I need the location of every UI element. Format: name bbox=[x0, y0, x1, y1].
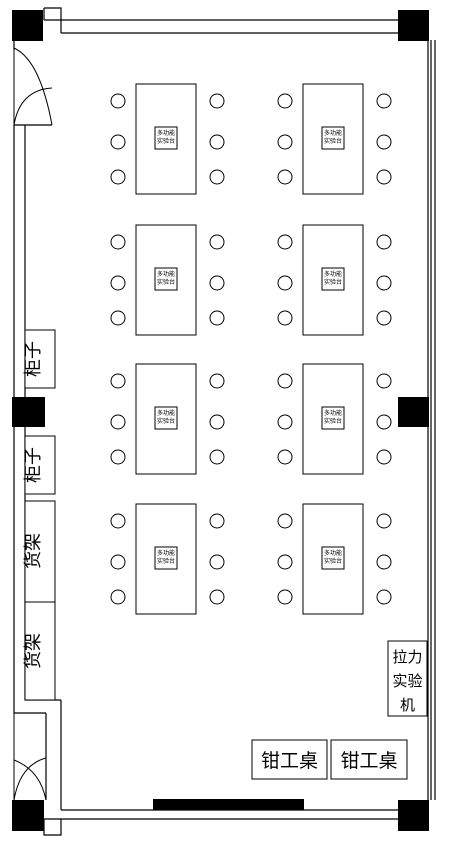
bench-tag-r2c2 bbox=[321, 267, 345, 291]
stool-r3c2-left-2 bbox=[277, 414, 293, 430]
stool-r3c2-left-3 bbox=[277, 449, 293, 465]
stool-r2c1-left-3 bbox=[110, 310, 126, 326]
stool-r3c1-right-1 bbox=[209, 373, 225, 389]
bench-tag-r3c2 bbox=[321, 406, 345, 430]
door-top-left bbox=[13, 40, 53, 126]
bench-tag-text-r2c2-2: 实验台 bbox=[324, 278, 342, 286]
bench-tag-text-r1c1-1: 多功能 bbox=[157, 129, 175, 137]
bench-area: 多功能实验台多功能实验台多功能实验台多功能实验台多功能实验台多功能实验台多功能实… bbox=[110, 83, 392, 615]
stool-r1c2-right-1 bbox=[376, 93, 392, 109]
stool-r3c2-right-1 bbox=[376, 373, 392, 389]
shelf-2: 货架 bbox=[23, 601, 56, 701]
tensile-machine: 拉力 实验 机 bbox=[387, 640, 428, 717]
stool-r1c1-left-3 bbox=[110, 169, 126, 185]
stool-r2c1-right-2 bbox=[209, 275, 225, 291]
bench-tag-text-r1c2-1: 多功能 bbox=[324, 129, 342, 137]
stool-r4c1-right-1 bbox=[209, 513, 225, 529]
stool-r2c1-right-3 bbox=[209, 310, 225, 326]
stool-r2c2-left-1 bbox=[277, 234, 293, 250]
bench-tag-text-r4c2-2: 实验台 bbox=[324, 557, 342, 565]
shelf-2-label: 货架 bbox=[23, 633, 44, 669]
bench-tag-text-r2c1-2: 实验台 bbox=[157, 278, 175, 286]
stool-r2c1-left-1 bbox=[110, 234, 126, 250]
workbench-1: 钳工桌 bbox=[251, 739, 328, 780]
stool-r3c1-left-2 bbox=[110, 414, 126, 430]
cabinet-2: 柜子 bbox=[23, 435, 56, 495]
walls bbox=[13, 7, 436, 836]
stool-r4c2-right-1 bbox=[376, 513, 392, 529]
bench-tag-r1c2 bbox=[321, 126, 345, 150]
stool-r3c1-left-3 bbox=[110, 449, 126, 465]
bench-tag-text-r3c1-1: 多功能 bbox=[157, 409, 175, 417]
stool-r2c1-right-1 bbox=[209, 234, 225, 250]
bench-tag-text-r1c2-2: 实验台 bbox=[324, 137, 342, 145]
stool-r1c2-right-2 bbox=[376, 134, 392, 150]
shelf-1-label: 货架 bbox=[23, 533, 44, 569]
bench-tag-r4c1 bbox=[154, 546, 178, 570]
stool-r2c2-right-3 bbox=[376, 310, 392, 326]
shelf-1: 货架 bbox=[23, 500, 56, 603]
stool-r4c1-left-2 bbox=[110, 554, 126, 570]
workbench-2: 钳工桌 bbox=[330, 739, 408, 780]
stool-r4c1-right-2 bbox=[209, 554, 225, 570]
stool-r2c2-left-3 bbox=[277, 310, 293, 326]
stool-r4c1-left-3 bbox=[110, 589, 126, 605]
stool-r1c2-left-1 bbox=[277, 93, 293, 109]
bench-tag-r2c1 bbox=[154, 267, 178, 291]
stool-r1c1-right-1 bbox=[209, 93, 225, 109]
stool-r4c1-right-3 bbox=[209, 589, 225, 605]
bench-tag-text-r3c1-2: 实验台 bbox=[157, 417, 175, 425]
lab-bench-r1c2 bbox=[302, 83, 364, 195]
bench-tag-text-r4c1-1: 多功能 bbox=[157, 549, 175, 557]
stool-r2c2-left-2 bbox=[277, 275, 293, 291]
stool-r2c2-right-2 bbox=[376, 275, 392, 291]
stool-r4c2-left-1 bbox=[277, 513, 293, 529]
tensile-machine-line-2: 实验 bbox=[392, 672, 422, 690]
bench-tag-text-r4c2-1: 多功能 bbox=[324, 549, 342, 557]
stool-r4c2-left-2 bbox=[277, 554, 293, 570]
stool-r1c1-left-1 bbox=[110, 93, 126, 109]
stool-r1c1-left-2 bbox=[110, 134, 126, 150]
columns bbox=[12, 10, 429, 831]
bench-tag-text-r3c2-1: 多功能 bbox=[324, 409, 342, 417]
stool-r2c2-right-1 bbox=[376, 234, 392, 250]
stool-r1c2-right-3 bbox=[376, 169, 392, 185]
stool-r1c2-left-2 bbox=[277, 134, 293, 150]
bench-tag-text-r2c1-1: 多功能 bbox=[157, 270, 175, 278]
bench-tag-r3c1 bbox=[154, 406, 178, 430]
stool-r3c1-right-2 bbox=[209, 414, 225, 430]
door-bottom-left bbox=[13, 713, 47, 801]
bench-tag-text-r1c1-2: 实验台 bbox=[157, 137, 175, 145]
stool-r3c2-right-2 bbox=[376, 414, 392, 430]
stool-r2c1-left-2 bbox=[110, 275, 126, 291]
stool-r3c1-right-3 bbox=[209, 449, 225, 465]
stool-r3c2-left-1 bbox=[277, 373, 293, 389]
bench-tag-text-r4c1-2: 实验台 bbox=[157, 557, 175, 565]
bench-tag-text-r2c2-1: 多功能 bbox=[324, 270, 342, 278]
stool-r4c2-right-2 bbox=[376, 554, 392, 570]
stool-r4c2-left-3 bbox=[277, 589, 293, 605]
workbench-1-label: 钳工桌 bbox=[261, 750, 318, 772]
bench-tag-text-r3c2-2: 实验台 bbox=[324, 417, 342, 425]
bench-tag-r1c1 bbox=[154, 126, 178, 150]
stool-r4c2-right-3 bbox=[376, 589, 392, 605]
cabinet-2-label: 柜子 bbox=[23, 447, 44, 483]
cabinet-1-label: 柜子 bbox=[23, 341, 44, 377]
stool-r1c1-right-2 bbox=[209, 134, 225, 150]
workbench-2-label: 钳工桌 bbox=[340, 750, 397, 772]
stool-r3c1-left-1 bbox=[110, 373, 126, 389]
tensile-machine-line-3: 机 bbox=[400, 696, 415, 714]
stool-r4c1-left-1 bbox=[110, 513, 126, 529]
stool-r3c2-right-3 bbox=[376, 449, 392, 465]
stool-r1c2-left-3 bbox=[277, 169, 293, 185]
tensile-machine-line-1: 拉力 bbox=[392, 648, 422, 666]
cabinet-1: 柜子 bbox=[23, 329, 56, 389]
bottom-beam bbox=[153, 799, 304, 810]
stool-r1c1-right-3 bbox=[209, 169, 225, 185]
bench-tag-r4c2 bbox=[321, 546, 345, 570]
